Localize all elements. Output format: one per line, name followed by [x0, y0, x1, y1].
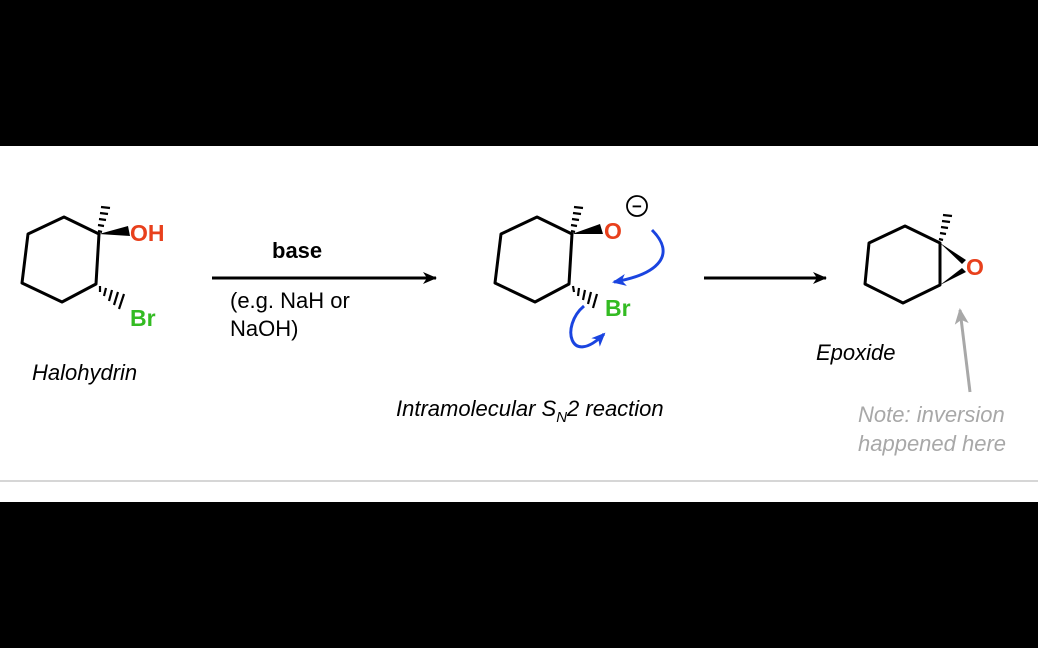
alkoxide-br-label: Br [605, 295, 631, 321]
halohydrin-oh-label: OH [130, 220, 165, 246]
epoxide-lower-wedge [940, 268, 966, 285]
sn2-caption-subscript: N [556, 409, 567, 426]
sn2-caption-prefix: Intramolecular S [396, 396, 557, 421]
br-hashed-wedge [571, 285, 599, 309]
note-pointer-arrow [954, 308, 972, 393]
o-solid-wedge [572, 224, 603, 234]
epoxide-molecule: O [863, 213, 984, 305]
reagent-example-line2: NaOH) [230, 316, 298, 341]
oh-solid-wedge [99, 226, 130, 236]
halohydrin-molecule: OH Br [20, 205, 165, 331]
note-line2: happened here [858, 431, 1006, 456]
methyl-hashed-wedge [938, 213, 953, 242]
br-hashed-wedge [98, 286, 126, 310]
alkoxide-intermediate: O − Br [493, 195, 665, 349]
curly-arrow-bromide-leaving [569, 304, 606, 349]
methyl-hashed-wedge [97, 205, 111, 234]
epoxide-name: Epoxide [816, 340, 896, 365]
negative-charge-sign: − [632, 197, 642, 216]
cyclohexane-ring [863, 224, 942, 305]
halohydrin-name: Halohydrin [32, 360, 137, 385]
negative-charge-circle [626, 195, 648, 217]
reaction-scheme: OH Br Halohydrin base (e.g. NaH or NaOH) [20, 195, 1006, 456]
epoxide-upper-wedge [940, 243, 966, 264]
sn2-caption-suffix: 2 reaction [566, 396, 664, 421]
reagent-example-line1: (e.g. NaH or [230, 288, 350, 313]
cyclohexane-ring [20, 215, 101, 304]
curly-arrow-alkoxide-attack [612, 228, 665, 286]
note-line1: Note: inversion [858, 402, 1005, 427]
scheme-panel: OH Br Halohydrin base (e.g. NaH or NaOH) [0, 146, 1038, 502]
epoxide-o-label: O [966, 254, 984, 280]
alkoxide-o-label: O [604, 218, 622, 244]
sn2-caption: Intramolecular SN2 reaction [396, 396, 664, 426]
reagent-label: base [272, 238, 322, 263]
cyclohexane-ring [493, 215, 574, 304]
methyl-hashed-wedge [570, 205, 584, 234]
halohydrin-br-label: Br [130, 305, 156, 331]
divider [0, 480, 1038, 482]
